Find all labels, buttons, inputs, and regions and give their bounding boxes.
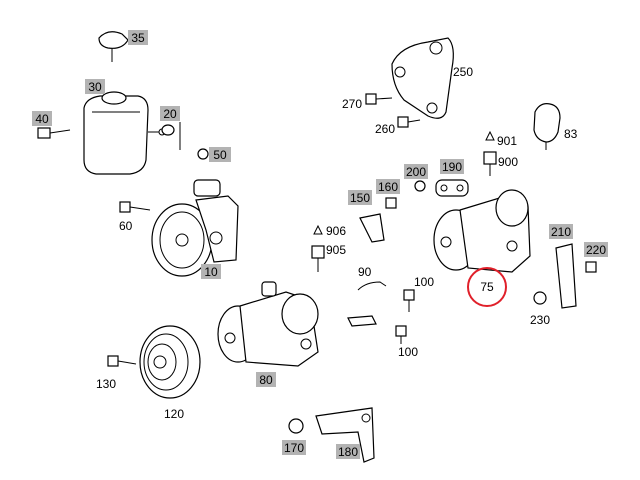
callout-30[interactable]: 30 (85, 79, 105, 94)
callout-180[interactable]: 180 (336, 444, 360, 459)
part-160-bolt[interactable] (385, 197, 397, 209)
callout-190-text: 190 (442, 160, 462, 174)
part-170-nut[interactable] (288, 418, 304, 434)
part-905-connector-plug[interactable] (311, 245, 325, 272)
callout-10-text: 10 (204, 265, 218, 279)
label-901[interactable]: 901 (497, 134, 517, 148)
callout-35-text: 35 (131, 31, 145, 45)
part-35-reservoir-cap[interactable] (98, 31, 129, 62)
callout-35[interactable]: 35 (128, 30, 148, 45)
callout-150-text: 150 (350, 191, 370, 205)
part-100-bolt-a[interactable] (403, 289, 415, 312)
callout-80-text: 80 (259, 373, 273, 387)
label-60[interactable]: 60 (119, 219, 133, 233)
callout-170[interactable]: 170 (282, 440, 306, 455)
callout-10[interactable]: 10 (201, 264, 221, 279)
label-900[interactable]: 900 (498, 155, 518, 169)
callout-40[interactable]: 40 (32, 111, 52, 126)
label-75: 75 (480, 280, 494, 294)
label-90[interactable]: 90 (358, 265, 372, 279)
callout-150[interactable]: 150 (348, 190, 372, 205)
highlighted-callout-75[interactable]: 75 (467, 267, 507, 307)
highlight-ring (467, 267, 507, 307)
part-75-pump-assembly[interactable] (433, 189, 531, 273)
label-100-b[interactable]: 100 (398, 345, 418, 359)
part-210-bracket[interactable] (555, 243, 577, 309)
callout-20[interactable]: 20 (160, 106, 180, 121)
callout-210[interactable]: 210 (549, 224, 573, 239)
part-260-bolt[interactable] (397, 116, 421, 128)
callout-210-text: 210 (551, 225, 571, 239)
label-130[interactable]: 130 (96, 377, 116, 391)
callout-20-text: 20 (163, 107, 177, 121)
callout-200-text: 200 (406, 165, 426, 179)
label-230[interactable]: 230 (530, 313, 550, 327)
callout-80[interactable]: 80 (256, 372, 276, 387)
part-200-nut[interactable] (414, 180, 426, 192)
callout-190[interactable]: 190 (440, 159, 464, 174)
callout-50-text: 50 (213, 148, 227, 162)
callout-160[interactable]: 160 (376, 179, 400, 194)
part-900-connector-plug[interactable] (483, 151, 497, 176)
label-250[interactable]: 250 (453, 65, 473, 79)
part-90-bracket-arm[interactable] (347, 281, 387, 327)
callout-40-text: 40 (35, 112, 49, 126)
part-60-bolt[interactable] (119, 201, 151, 213)
callout-160-text: 160 (378, 180, 398, 194)
part-80-pump-assembly[interactable] (217, 281, 319, 367)
part-10-steering-pump[interactable] (151, 179, 239, 277)
part-83-filter[interactable] (533, 103, 561, 150)
part-40-bolt[interactable] (37, 127, 71, 139)
callout-220[interactable]: 220 (584, 242, 608, 257)
label-270[interactable]: 270 (342, 97, 362, 111)
part-30-reservoir[interactable] (83, 91, 166, 175)
part-220-bolt[interactable] (585, 261, 597, 273)
part-120-pulley[interactable] (139, 325, 201, 399)
callout-200[interactable]: 200 (404, 164, 428, 179)
part-50-hose-clip[interactable] (197, 148, 209, 160)
part-230-nut[interactable] (533, 291, 547, 305)
callout-180-text: 180 (338, 445, 358, 459)
label-120[interactable]: 120 (164, 407, 184, 421)
part-906-connector-pin[interactable] (313, 224, 323, 235)
label-100-a[interactable]: 100 (414, 275, 434, 289)
part-901-connector-pin[interactable] (485, 130, 495, 141)
callout-220-text: 220 (586, 243, 606, 257)
label-906[interactable]: 906 (326, 224, 346, 238)
part-190-plate[interactable] (435, 179, 469, 197)
label-83[interactable]: 83 (564, 127, 578, 141)
part-20-clamp[interactable] (161, 122, 181, 150)
callout-50[interactable]: 50 (209, 147, 231, 162)
part-180-bracket[interactable] (315, 407, 375, 463)
part-150-link[interactable] (359, 213, 385, 243)
label-905[interactable]: 905 (326, 243, 346, 257)
callout-30-text: 30 (88, 80, 102, 94)
part-270-bolt[interactable] (365, 93, 393, 105)
part-130-bolt[interactable] (107, 355, 137, 367)
part-100-bolt-b[interactable] (395, 325, 407, 344)
label-260[interactable]: 260 (375, 122, 395, 136)
part-250-bracket[interactable] (391, 37, 454, 119)
callout-170-text: 170 (284, 441, 304, 455)
